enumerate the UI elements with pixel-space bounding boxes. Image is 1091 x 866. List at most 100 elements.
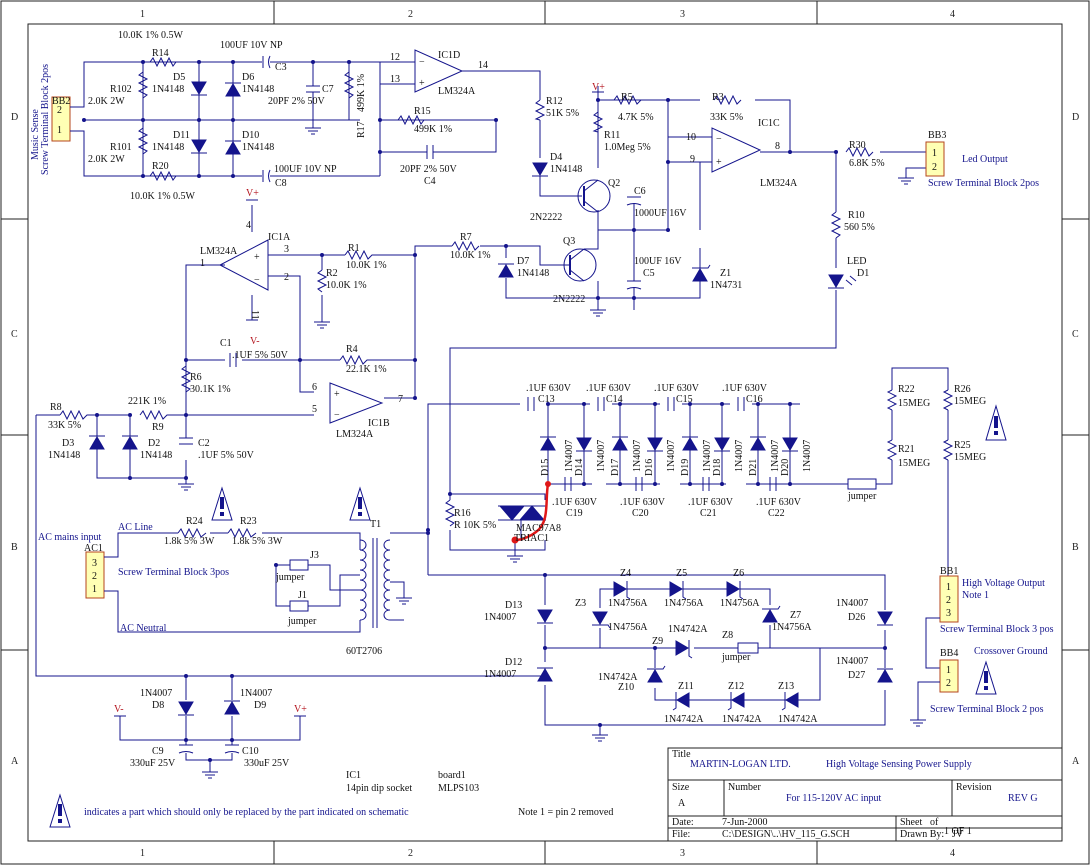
c10-capacitor: C10 330uF 25V <box>224 744 290 769</box>
z6-ref: Z6 <box>733 568 744 579</box>
c13-ref: C13 <box>538 394 555 405</box>
d13-value: 1N4007 <box>484 612 516 623</box>
z6-value: 1N4756A <box>720 598 760 609</box>
d14-ref: D14 <box>574 459 585 476</box>
j1-ref: J1 <box>298 590 307 601</box>
z10-value: 1N4742A <box>598 672 638 683</box>
c3-capacitor: C3 100UF 10V NP <box>220 40 287 73</box>
ac1-title: AC mains input <box>38 532 102 543</box>
ic1d-pin-13: 13 <box>390 74 400 85</box>
sheet-label: Sheet <box>900 817 922 828</box>
zone-labels: 1 2 3 4 1 2 3 4 D C B A D C B A <box>11 9 1080 859</box>
bb4-connector: 1 2 BB4 Crossover Ground Screw Terminal … <box>930 646 1048 715</box>
ic1b-ref: IC1B <box>368 418 390 429</box>
ic1d-ref: IC1D <box>438 50 460 61</box>
c4-capacitor: 20PF 2% 50V C4 <box>400 145 457 187</box>
bb4-ref: BB4 <box>940 648 958 659</box>
z9-value: 1N4742A <box>668 624 708 635</box>
d8-ref: D8 <box>152 700 164 711</box>
q3-ref: Q3 <box>563 236 575 247</box>
r25-value: 15MEG <box>954 452 986 463</box>
z9-zener: Z9 1N4742A <box>652 624 708 659</box>
ic1c-value: LM324A <box>760 178 798 189</box>
r11-resistor: R11 1.0Meg 5% <box>592 111 651 153</box>
zener-bottom-row: Z11 1N4742A Z12 1N4742A Z13 1N4742A <box>664 681 818 725</box>
r4-resistor: R4 22.1K 1% <box>339 344 388 375</box>
bridge-wires <box>544 575 886 735</box>
zone-row-d-left: D <box>11 112 18 123</box>
ic1a-pin-3: 3 <box>284 244 289 255</box>
d4-value: 1N4148 <box>550 164 582 175</box>
z8-value: jumper <box>721 652 751 663</box>
c10-ref: C10 <box>242 746 259 757</box>
d3-value: 1N4148 <box>48 450 80 461</box>
z11-ref: Z11 <box>678 681 694 692</box>
r102-resistor: R102 2.0K 2W <box>88 71 149 107</box>
ic1c-pin-10: 10 <box>686 132 696 143</box>
d5-diode: D5 1N4148 <box>152 72 207 96</box>
r20-ref: R20 <box>152 161 169 172</box>
ic1d-pin-12: 12 <box>390 52 400 63</box>
z4-value: 1N4756A <box>608 598 648 609</box>
d3-ref: D3 <box>62 438 74 449</box>
drawn-label: Drawn By: <box>900 829 944 840</box>
r16-value: R 10K 5% <box>454 520 496 531</box>
ac1-ref: AC1 <box>84 543 103 554</box>
c9-value: 330uF 25V <box>130 758 176 769</box>
zone-col-4-bottom: 4 <box>950 848 955 859</box>
ic1b-value: LM324A <box>336 429 374 440</box>
ground-c7 <box>305 120 321 135</box>
d26-ref: D26 <box>848 612 865 623</box>
zener-top-row: Z4 1N4756A Z5 1N4756A Z6 1N4756A <box>608 568 760 609</box>
ic1c-pin-9: 9 <box>690 154 695 165</box>
ic1c-pin-8: 8 <box>775 141 780 152</box>
r6-ref: R6 <box>190 372 202 383</box>
bb1-note: Note 1 <box>962 590 989 601</box>
c21-ref: C21 <box>700 508 717 519</box>
r12-ref: R12 <box>546 96 563 107</box>
t1-value: 60T2706 <box>346 646 382 657</box>
svg-text:+: + <box>419 78 425 89</box>
bb3-connector: 1 2 BB3 Led Output Screw Terminal Block … <box>925 130 1039 189</box>
r12-resistor: R12 51K 5% <box>534 96 579 121</box>
note-board-desc: MLPS103 <box>438 783 479 794</box>
r11-ref: R11 <box>604 130 620 141</box>
bb2-connector: 2 1 BB2 Music Sense Screw Terminal Block… <box>30 64 71 175</box>
r7-ref: R7 <box>460 232 472 243</box>
ic1c-opamp: −+ IC1C LM324A 10 9 8 <box>686 118 798 189</box>
ic1a-area-wires <box>35 205 545 677</box>
z3-value: 1N4756A <box>608 622 648 633</box>
r12-value: 51K 5% <box>546 108 579 119</box>
svg-text:+: + <box>334 389 340 400</box>
q2-ref: Q2 <box>608 178 620 189</box>
r7-resistor: R7 10.0K 1% <box>450 232 491 261</box>
r5-resistor: R5 4.7K 5% <box>613 92 654 123</box>
note-board: board1 <box>438 770 466 781</box>
d20-value: 1N4007 <box>802 440 813 472</box>
j1-value: jumper <box>287 616 317 627</box>
bb3-title: Led Output <box>962 154 1008 165</box>
svg-text:−: − <box>334 410 340 421</box>
c6-ref: C6 <box>634 186 646 197</box>
r22-resistor: R22 15MEG <box>886 384 930 411</box>
c8-value: 100UF 10V NP <box>274 164 337 175</box>
j3-value: jumper <box>275 572 305 583</box>
bb1-wires <box>925 617 940 669</box>
r26-value: 15MEG <box>954 396 986 407</box>
r9-value: 221K 1% <box>128 396 166 407</box>
c5-ref: C5 <box>643 268 655 279</box>
d8-value: 1N4007 <box>140 688 172 699</box>
bb3-pin-2: 2 <box>932 162 937 173</box>
c4-ref: C4 <box>424 176 436 187</box>
zone-row-c-right: C <box>1072 329 1079 340</box>
bb4-pin-2: 2 <box>946 678 951 689</box>
dots-q-area <box>413 98 838 300</box>
z11-value: 1N4742A <box>664 714 704 725</box>
bb4-title: Crossover Ground <box>974 646 1048 657</box>
r10-ref: R10 <box>848 210 865 221</box>
bb1-desc: Screw Terminal Block 3 pos <box>940 624 1054 635</box>
d9-value: 1N4007 <box>240 688 272 699</box>
r23-value: 1.8k 5% 3W <box>232 536 283 547</box>
c19-value: .1UF 630V <box>552 497 598 508</box>
